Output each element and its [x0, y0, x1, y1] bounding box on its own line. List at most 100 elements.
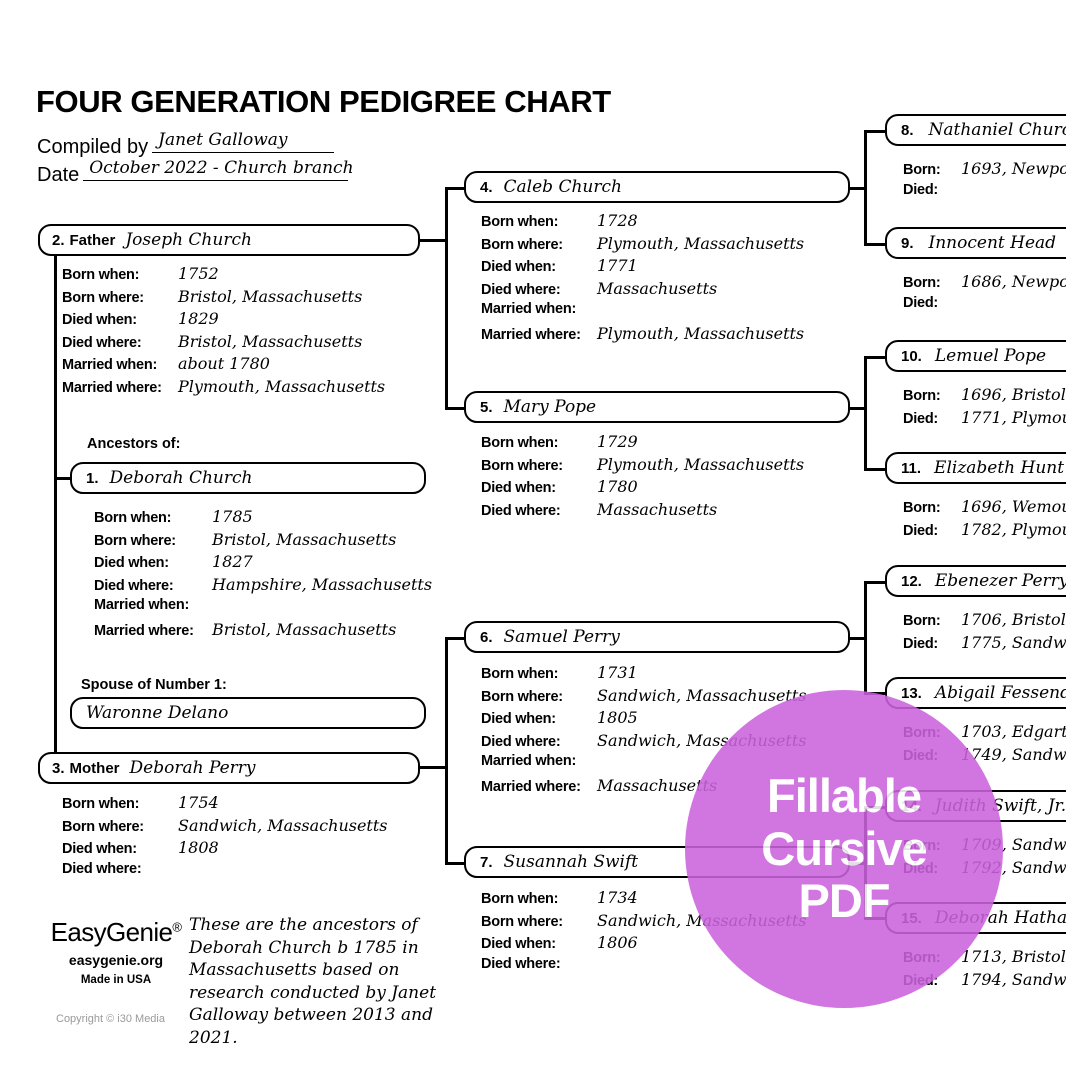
person-box-13[interactable]: 13. Abigail Fessenden: [885, 677, 1066, 709]
person-2-born-where[interactable]: Bristol, Massachusetts: [178, 286, 363, 306]
connector-line-to-p11: [864, 468, 888, 471]
person-3-died-where-row: Died where:: [62, 861, 388, 884]
person-10-born-row: Born: 1696, Bristol, M: [903, 385, 1066, 408]
person-6-born-when[interactable]: 1731: [597, 663, 638, 682]
spouse-box-1[interactable]: Waronne Delano: [70, 697, 426, 729]
person-10-born[interactable]: 1696, Bristol, M: [961, 385, 1066, 404]
person-box-2[interactable]: 2. Father Joseph Church: [38, 224, 420, 256]
person-6-married-where[interactable]: Massachusetts: [597, 775, 718, 795]
person-3-born-where[interactable]: Sandwich, Massachusetts: [178, 815, 388, 835]
person-box-10[interactable]: 10. Lemuel Pope: [885, 340, 1066, 372]
compiled-by-row: Compiled by Janet Galloway: [37, 130, 335, 159]
person-2-married-when-row: Married when: about 1780: [62, 354, 385, 377]
connector-line-to-p6: [445, 637, 467, 640]
field-label-born-when: Born when:: [481, 214, 559, 230]
person-5-born-when[interactable]: 1729: [597, 432, 638, 451]
person-1-died-where-row: Died where: Hampshire, Massachusetts: [94, 575, 432, 598]
field-label-died-where: Died where:: [62, 860, 142, 877]
person-box-3[interactable]: 3. Mother Deborah Perry: [38, 752, 420, 784]
person-3-died-when[interactable]: 1808: [178, 838, 219, 857]
person-4-born-where[interactable]: Plymouth, Massachusetts: [597, 233, 805, 253]
person-4-married-where-row: Married where: Plymouth, Massachusetts: [481, 324, 804, 347]
person-3-born-when[interactable]: 1754: [178, 793, 219, 812]
person-12-number: 12.: [901, 572, 922, 590]
brand-name-text: EasyGenie: [50, 917, 173, 947]
compiled-by-label: Compiled by: [37, 136, 149, 158]
person-4-fields: Born when: 1728 Born where: Plymouth, Ma…: [481, 211, 804, 346]
date-field[interactable]: October 2022 - Church branch: [83, 158, 354, 181]
person-1-born-where[interactable]: Bristol, Massachusetts: [212, 529, 397, 549]
ancestors-of-label: Ancestors of:: [87, 436, 181, 452]
person-10-died[interactable]: 1771, Plymouth: [961, 408, 1066, 427]
person-box-8[interactable]: 8. Nathaniel Church: [885, 114, 1066, 146]
badge-line-1: Fillable: [767, 769, 922, 823]
field-label-married-when: Married when:: [62, 357, 158, 373]
person-2-born-where-row: Born where: Bristol, Massachusetts: [62, 287, 385, 310]
person-8-died-row: Died:: [903, 182, 1066, 205]
person-2-married-where[interactable]: Plymouth, Massachusetts: [178, 376, 386, 396]
person-box-9[interactable]: 9. Innocent Head: [885, 227, 1066, 259]
person-9-died-row: Died:: [903, 295, 1066, 318]
person-box-1[interactable]: 1. Deborah Church: [70, 462, 426, 494]
person-13-name: Abigail Fessenden: [934, 683, 1066, 703]
person-2-married-when[interactable]: about 1780: [178, 354, 270, 373]
made-in-usa-label: Made in USA: [80, 974, 152, 987]
person-1-born-when[interactable]: 1785: [212, 507, 253, 526]
person-11-born[interactable]: 1696, Wemouth: [961, 497, 1066, 516]
field-label-died-when: Died when:: [62, 841, 137, 857]
person-7-born-when[interactable]: 1734: [597, 888, 638, 907]
connector-line-to-p10: [864, 356, 888, 359]
person-1-died-where[interactable]: Hampshire, Massachusetts: [212, 574, 433, 594]
person-box-11[interactable]: 11. Elizabeth Hunt: [885, 452, 1066, 484]
person-15-died[interactable]: 1794, Sandwich: [961, 970, 1066, 989]
compiled-by-field[interactable]: Janet Galloway: [152, 130, 335, 153]
person-12-born[interactable]: 1706, Bristol, M: [961, 610, 1066, 629]
person-4-born-when[interactable]: 1728: [597, 211, 638, 230]
person-box-5[interactable]: 5. Mary Pope: [464, 391, 850, 423]
person-2-married-where-row: Married where: Plymouth, Massachusetts: [62, 377, 385, 400]
connector-line-to-p8: [864, 130, 888, 133]
connector-line-p3-out: [418, 766, 448, 769]
connector-bracket-p6: [864, 581, 867, 693]
person-7-died-when[interactable]: 1806: [597, 933, 638, 952]
field-label-died: Died:: [903, 523, 938, 539]
person-4-born-when-row: Born when: 1728: [481, 211, 804, 234]
person-6-fields: Born when: 1731 Born where: Sandwich, Ma…: [481, 663, 807, 798]
person-5-born-where[interactable]: Plymouth, Massachusetts: [597, 454, 805, 474]
person-2-died-when[interactable]: 1829: [178, 309, 219, 328]
person-8-born[interactable]: 1693, Newport,: [961, 159, 1066, 178]
person-4-name: Caleb Church: [503, 177, 622, 197]
person-5-died-when[interactable]: 1780: [597, 477, 638, 496]
person-15-born[interactable]: 1713, Bristol, M: [961, 947, 1066, 966]
person-5-died-where[interactable]: Massachusetts: [597, 499, 718, 519]
field-label-married-when: Married when:: [94, 597, 190, 613]
field-label-married-where: Married where:: [62, 379, 162, 396]
person-box-6[interactable]: 6. Samuel Perry: [464, 621, 850, 653]
person-12-died[interactable]: 1775, Sandwich: [961, 633, 1066, 652]
person-9-born[interactable]: 1686, Newport,: [961, 272, 1066, 291]
registered-mark-icon: ®: [172, 919, 182, 935]
person-4-married-when-row: Married when:: [481, 301, 804, 324]
person-11-died[interactable]: 1782, Plymouth: [961, 520, 1066, 539]
person-13-born[interactable]: 1703, Edgartow: [961, 722, 1066, 741]
person-1-born-where-row: Born where: Bristol, Massachusetts: [94, 530, 432, 553]
field-label-married-when: Married when:: [481, 301, 577, 317]
person-box-12[interactable]: 12. Ebenezer Perry: [885, 565, 1066, 597]
connector-bracket-p3: [445, 637, 448, 863]
person-5-died-when-row: Died when: 1780: [481, 477, 804, 500]
person-4-died-where[interactable]: Massachusetts: [597, 278, 718, 298]
person-3-born-where-row: Born where: Sandwich, Massachusetts: [62, 816, 388, 839]
person-4-died-when[interactable]: 1771: [597, 256, 638, 275]
person-box-4[interactable]: 4. Caleb Church: [464, 171, 850, 203]
person-13-died[interactable]: 1749, Sandwich: [961, 745, 1066, 764]
person-4-married-where[interactable]: Plymouth, Massachusetts: [597, 323, 805, 343]
person-2-born-when[interactable]: 1752: [178, 264, 219, 283]
field-label-born-where: Born where:: [481, 913, 563, 930]
brand-website[interactable]: easygenie.org: [68, 952, 164, 969]
person-6-died-when[interactable]: 1805: [597, 708, 638, 727]
person-6-born-where[interactable]: Sandwich, Massachusetts: [597, 685, 807, 705]
person-1-died-when[interactable]: 1827: [212, 552, 253, 571]
person-1-married-where[interactable]: Bristol, Massachusetts: [212, 619, 397, 639]
field-label-born-when: Born when:: [62, 267, 140, 283]
person-2-died-where[interactable]: Bristol, Massachusetts: [178, 331, 363, 351]
